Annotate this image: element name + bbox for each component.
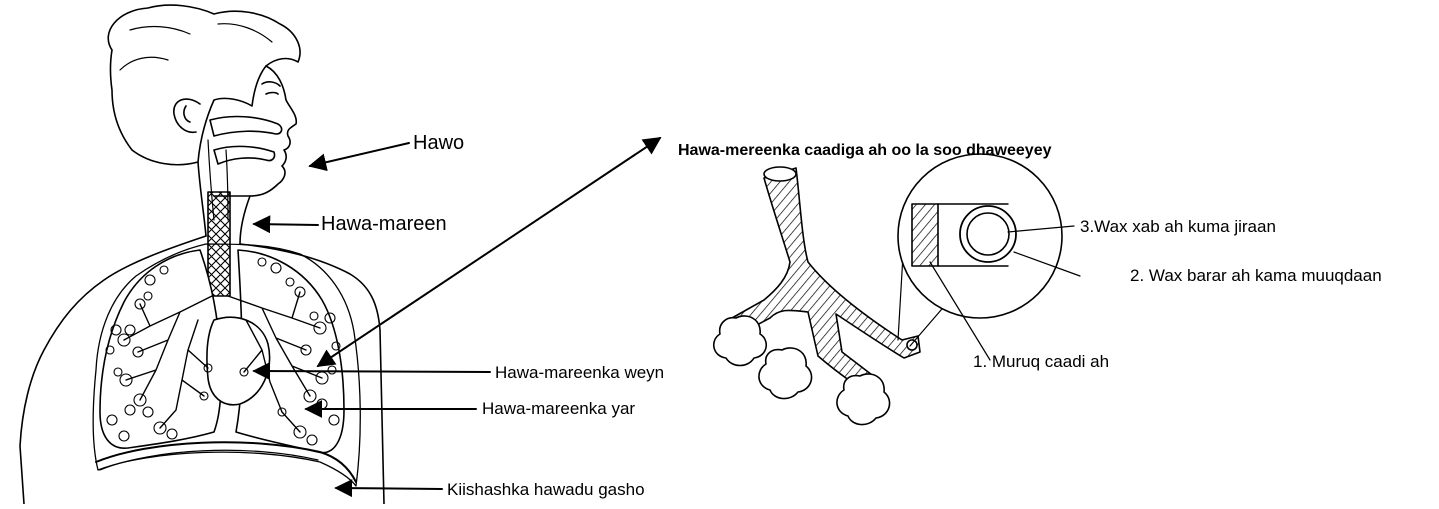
- bronchus-branch: [732, 168, 920, 392]
- nasal-cavity: [210, 117, 282, 136]
- alveoli-cluster: [759, 348, 812, 399]
- label-layer-3: 3.Wax xab ah kuma jiraan: [1080, 217, 1276, 237]
- eye: [262, 82, 280, 94]
- arrow-kiishashka: [336, 488, 442, 489]
- label-layer-1: 1. Muruq caadi ah: [973, 352, 1109, 372]
- alveoli-cluster: [714, 316, 767, 366]
- label-hawa-mareenka-weyn: Hawa-mareenka weyn: [495, 363, 664, 383]
- diagram-title: Hawa-mereenka caadiga ah oo la soo dhawe…: [678, 142, 1052, 160]
- arrow-hawa-mareen: [254, 224, 318, 225]
- label-hawa-mareen: Hawa-mareen: [321, 213, 447, 236]
- zoom-arrow: [318, 138, 660, 366]
- end-ring: [907, 340, 917, 350]
- hair-outline: [108, 5, 300, 165]
- arrow-hawo: [310, 143, 409, 166]
- bronchus-illustration: [714, 154, 1062, 425]
- left-lung: [100, 250, 221, 448]
- alveoli-cluster: [837, 374, 890, 425]
- label-hawa-mareenka-yar: Hawa-mareenka yar: [482, 399, 635, 419]
- human-figure: [20, 5, 384, 504]
- label-layer-2: 2. Wax barar ah kama muuqdaan: [1130, 266, 1382, 286]
- ear: [174, 99, 200, 132]
- label-hawo: Hawo: [413, 132, 464, 155]
- label-kiishashka: Kiishashka hawadu gasho: [447, 480, 645, 500]
- trachea: [208, 192, 230, 296]
- oral-cavity: [214, 146, 275, 164]
- bronchus-opening: [764, 167, 796, 181]
- arrow-hawa-mareenka-weyn: [254, 371, 490, 372]
